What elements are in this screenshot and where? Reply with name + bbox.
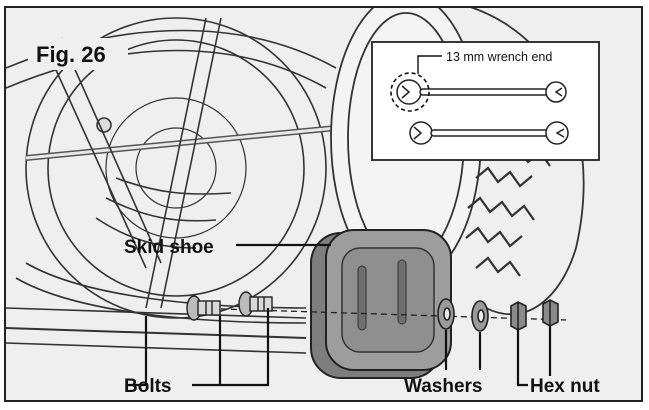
wrench-icon-top [396, 79, 567, 105]
hex-nut-label: Hex nut [530, 376, 600, 397]
bolts [186, 291, 273, 321]
figure-title-backdrop [28, 38, 128, 70]
wrench-callout-leader [417, 55, 442, 74]
bolt-left [186, 295, 221, 321]
machine-body [6, 17, 337, 354]
hex-nut-1 [510, 301, 527, 331]
leader-lines [126, 243, 552, 387]
washer-2 [471, 300, 489, 332]
washer-1 [437, 298, 455, 330]
skid-shoe [310, 229, 452, 379]
bolt-right [238, 291, 273, 317]
illustration-canvas: Fig. 26 13 mm wrench end Skid shoe Bolts… [6, 8, 600, 397]
washers [437, 298, 489, 332]
figure-title: Fig. 26 [36, 42, 106, 67]
wrench-callout-text: 13 mm wrench end [446, 50, 552, 64]
washers-leader [444, 330, 482, 370]
wrench-icon-bottom [409, 121, 569, 145]
wrench-inset: 13 mm wrench end [371, 41, 600, 161]
washers-label: Washers [404, 376, 483, 397]
hex-nuts [510, 299, 559, 331]
skid-shoe-label: Skid shoe [124, 237, 214, 258]
wrench-callout-circle [390, 72, 430, 112]
bolts-leader [126, 308, 270, 387]
hex-nut-2 [542, 299, 559, 327]
hex-nut-leader [516, 326, 552, 387]
bolts-label: Bolts [124, 376, 172, 397]
figure-frame: Fig. 26 13 mm wrench end Skid shoe Bolts… [4, 6, 643, 402]
